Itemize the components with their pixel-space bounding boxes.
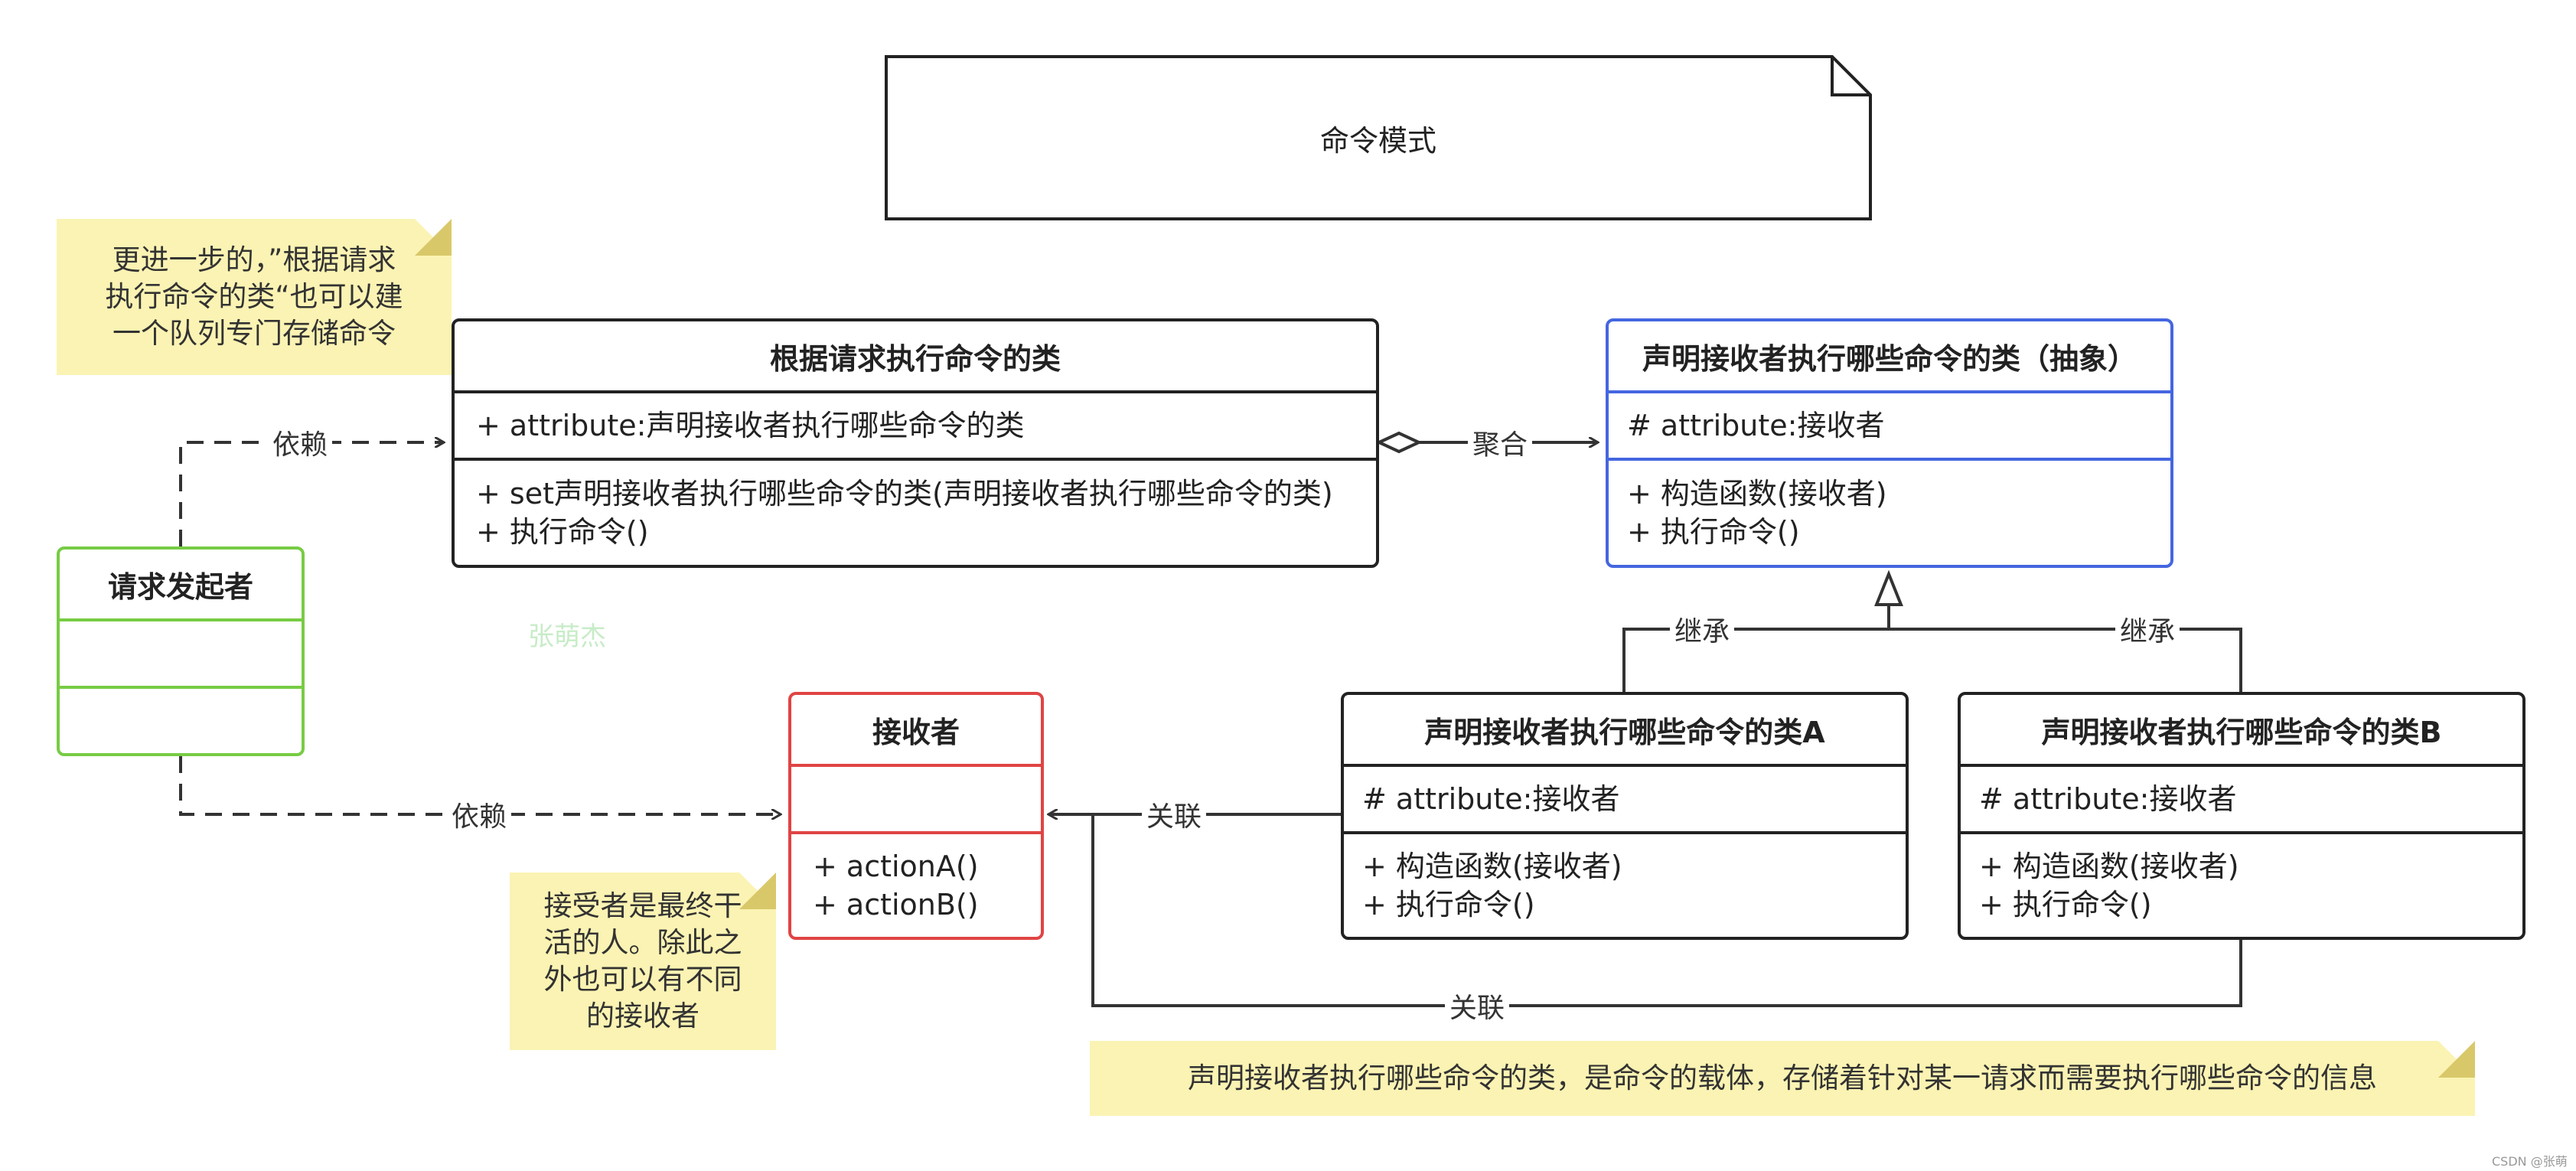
class-command-attribute: # attribute:接收者 bbox=[1627, 409, 1885, 442]
class-invoker-name: 根据请求执行命令的类 bbox=[455, 321, 1376, 393]
aggregation-diamond bbox=[1375, 431, 1423, 454]
dependency-top-line bbox=[179, 442, 444, 546]
inheritance-triangle bbox=[1874, 569, 1903, 606]
class-command-b-method: + 执行命令() bbox=[1979, 888, 2152, 921]
class-command-abstract[interactable]: 声明接收者执行哪些命令的类（抽象） # attribute:接收者 + 构造函数… bbox=[1606, 318, 2173, 568]
edge-label-association-b: 关联 bbox=[1444, 986, 1510, 1026]
class-command-b-name: 声明接收者执行哪些命令的类B bbox=[1961, 695, 2522, 767]
class-invoker-methods: + set声明接收者执行哪些命令的类(声明接收者执行哪些命令的类) + 执行命令… bbox=[455, 461, 1376, 565]
dependency-bottom-line bbox=[179, 756, 781, 814]
note-command: 声明接收者执行哪些命令的类，是命令的载体，存储着针对某一请求而需要执行哪些命令的… bbox=[1090, 1041, 2475, 1116]
class-command-b-methods: + 构造函数(接收者) + 执行命令() bbox=[1961, 834, 2522, 937]
class-command-b[interactable]: 声明接收者执行哪些命令的类B # attribute:接收者 + 构造函数(接收… bbox=[1958, 692, 2525, 940]
class-command-a-attribute: # attribute:接收者 bbox=[1362, 782, 1620, 816]
inheritance-line-a bbox=[1622, 628, 1889, 692]
class-receiver-name: 接收者 bbox=[791, 695, 1041, 767]
edge-label-inherit-left: 继承 bbox=[1669, 609, 1735, 649]
class-client-methods bbox=[60, 689, 302, 753]
title-note-fold bbox=[1831, 57, 1870, 96]
diagram-title: 命令模式 bbox=[886, 57, 1870, 219]
note-receiver: 接受者是最终干 活的人。除此之 外也可以有不同 的接收者 bbox=[510, 873, 776, 1050]
class-command-attributes: # attribute:接收者 bbox=[1609, 393, 2170, 461]
note-fold-shadow bbox=[739, 873, 776, 909]
class-command-a[interactable]: 声明接收者执行哪些命令的类A # attribute:接收者 + 构造函数(接收… bbox=[1341, 692, 1909, 940]
note-queue-line: 执行命令的类“也可以建 bbox=[105, 280, 403, 313]
class-command-a-methods: + 构造函数(接收者) + 执行命令() bbox=[1344, 834, 1906, 937]
class-client-name: 请求发起者 bbox=[60, 550, 302, 621]
class-command-name: 声明接收者执行哪些命令的类（抽象） bbox=[1609, 321, 2170, 393]
note-fold-shadow bbox=[415, 219, 452, 256]
class-receiver-method: + actionA() bbox=[813, 850, 979, 883]
class-command-method: + 构造函数(接收者) bbox=[1627, 477, 1887, 510]
class-command-a-attributes: # attribute:接收者 bbox=[1344, 767, 1906, 834]
class-command-methods: + 构造函数(接收者) + 执行命令() bbox=[1609, 461, 2170, 565]
class-client-attributes bbox=[60, 621, 302, 689]
class-receiver-attributes bbox=[791, 767, 1041, 834]
diagram-title-text: 命令模式 bbox=[1319, 123, 1436, 158]
class-invoker-attributes: + attribute:声明接收者执行哪些命令的类 bbox=[455, 393, 1376, 461]
class-command-b-attributes: # attribute:接收者 bbox=[1961, 767, 2522, 834]
edge-label-inherit-right: 继承 bbox=[2115, 609, 2180, 649]
note-receiver-line: 接受者是最终干 bbox=[543, 889, 742, 922]
class-command-a-method: + 构造函数(接收者) bbox=[1362, 850, 1622, 883]
edge-label-aggregation: 聚合 bbox=[1467, 422, 1533, 462]
note-receiver-line: 的接收者 bbox=[586, 1000, 699, 1032]
edge-label-dependency-bottom: 依赖 bbox=[446, 794, 512, 834]
footer-credit: CSDN @张萌杰 bbox=[2492, 1154, 2568, 1169]
class-command-b-method: + 构造函数(接收者) bbox=[1979, 850, 2239, 883]
note-queue: 更进一步的，”根据请求 执行命令的类“也可以建 一个队列专门存储命令 bbox=[57, 219, 452, 375]
class-invoker-method: + 执行命令() bbox=[476, 515, 649, 549]
edge-label-dependency-top: 依赖 bbox=[267, 422, 333, 462]
inheritance-line-b bbox=[1889, 628, 2242, 692]
class-invoker-attribute: + attribute:声明接收者执行哪些命令的类 bbox=[476, 409, 1025, 442]
class-command-a-method: + 执行命令() bbox=[1362, 888, 1535, 921]
edge-label-association-a: 关联 bbox=[1141, 794, 1207, 834]
association-b-line bbox=[1091, 814, 2242, 1007]
class-client[interactable]: 请求发起者 bbox=[57, 546, 305, 756]
note-fold-shadow bbox=[2438, 1041, 2475, 1078]
note-queue-line: 一个队列专门存储命令 bbox=[112, 317, 396, 350]
class-command-method: + 执行命令() bbox=[1627, 515, 1800, 549]
class-receiver-methods: + actionA() + actionB() bbox=[791, 834, 1041, 937]
class-invoker[interactable]: 根据请求执行命令的类 + attribute:声明接收者执行哪些命令的类 + s… bbox=[452, 318, 1379, 568]
title-note-shape bbox=[885, 55, 1872, 220]
class-receiver-method: + actionB() bbox=[813, 888, 979, 921]
class-command-b-attribute: # attribute:接收者 bbox=[1979, 782, 2237, 816]
class-receiver[interactable]: 接收者 + actionA() + actionB() bbox=[788, 692, 1044, 940]
class-command-a-name: 声明接收者执行哪些命令的类A bbox=[1344, 695, 1906, 767]
watermark: 张萌杰 bbox=[528, 621, 606, 652]
class-invoker-method: + set声明接收者执行哪些命令的类(声明接收者执行哪些命令的类) bbox=[476, 477, 1333, 510]
note-receiver-line: 活的人。除此之 bbox=[543, 926, 742, 959]
note-receiver-line: 外也可以有不同 bbox=[543, 963, 742, 996]
note-queue-line: 更进一步的，”根据请求 bbox=[112, 243, 396, 276]
note-command-text: 声明接收者执行哪些命令的类，是命令的载体，存储着针对某一请求而需要执行哪些命令的… bbox=[1188, 1062, 2377, 1094]
